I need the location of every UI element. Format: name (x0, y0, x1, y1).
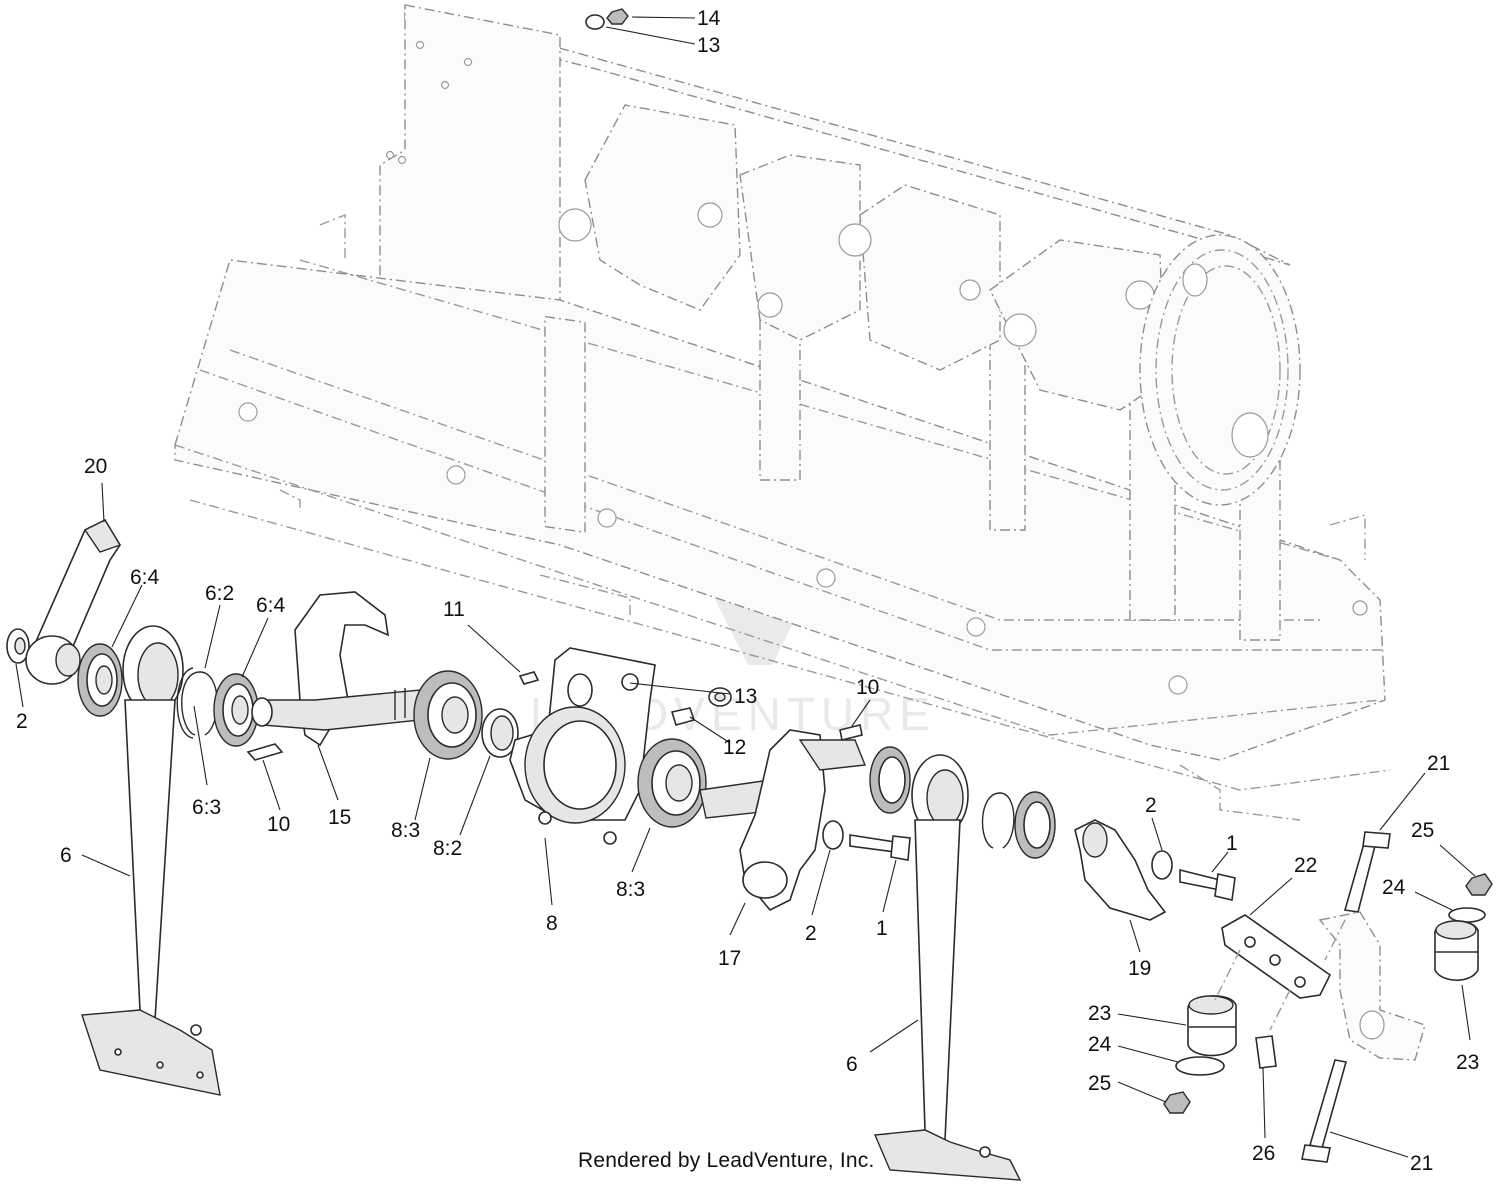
callout-20: 20 (84, 455, 107, 478)
callout-25-top: 25 (1411, 819, 1434, 842)
drive-pulley (1139, 234, 1301, 506)
callout-26: 26 (1252, 1142, 1275, 1165)
part-2-washer-mid (822, 820, 844, 850)
part-10-key-left (246, 743, 284, 761)
part-17-crank (699, 729, 866, 911)
part-14-nut-top (606, 8, 629, 25)
housing-4 (989, 239, 1166, 411)
callout-17: 17 (718, 947, 741, 970)
callout-23-right: 23 (1456, 1051, 1479, 1074)
callout-21-top: 21 (1427, 752, 1450, 775)
part-6-bearing-right-rod (869, 746, 911, 814)
part-22-plate (1221, 914, 1332, 999)
callout-19: 19 (1128, 957, 1151, 980)
housing-1 (584, 104, 741, 311)
part-25-nut-lower (1163, 1091, 1191, 1114)
callout-21-lower: 21 (1410, 1152, 1433, 1175)
callout-1-right: 1 (1226, 832, 1238, 855)
part-21-bolt-top (1343, 831, 1391, 913)
callout-labels: 14 13 20 6:4 6:2 6:4 2 6:3 10 15 11 13 1… (16, 7, 1479, 1175)
callout-2-right: 2 (1145, 794, 1157, 817)
part-2-washer-right (1151, 850, 1173, 880)
part-20-crank-arm (25, 518, 122, 685)
part-1-bolt-right (1179, 868, 1236, 901)
part-6-3-snap-ring-right (981, 792, 1015, 849)
callout-6-right: 6 (846, 1053, 858, 1076)
leader-lines (15, 16, 1476, 1158)
part-8-3-bearing-right (637, 738, 707, 828)
callout-11: 11 (443, 598, 465, 621)
footer-credit: Rendered by LeadVenture, Inc. (578, 1149, 875, 1172)
callout-8-3-left: 8:3 (391, 819, 420, 842)
part-23-isolator-right (1434, 920, 1479, 981)
callout-2-mid: 2 (805, 922, 817, 945)
right-bracket-ghost (1318, 911, 1426, 1061)
part-24-washer-lower (1175, 1056, 1225, 1076)
callout-24-lower: 24 (1088, 1033, 1112, 1056)
callout-2-left: 2 (16, 710, 28, 733)
callout-6-2: 6:2 (205, 582, 234, 605)
callout-25-lower: 25 (1088, 1072, 1111, 1095)
part-8-3-bearing-left (413, 670, 483, 760)
callout-22: 22 (1294, 854, 1317, 877)
part-2-washer-left (6, 628, 30, 664)
part-19-bracket (1074, 819, 1167, 921)
callout-23-left: 23 (1088, 1002, 1111, 1025)
part-10-key-right (839, 724, 863, 741)
part-1-bolt-mid (849, 834, 911, 861)
callout-10-left: 10 (267, 813, 290, 836)
callout-10-right: 10 (856, 676, 879, 699)
exploded-parts (6, 8, 1493, 1181)
part-15-crank (251, 591, 421, 747)
callout-13-mid: 13 (734, 685, 757, 708)
callout-12: 12 (723, 736, 746, 759)
part-26-spacer (1255, 1035, 1277, 1069)
part-25-nut-top (1465, 873, 1493, 896)
callout-14: 14 (697, 7, 721, 30)
callout-6-left: 6 (60, 844, 72, 867)
callout-15: 15 (328, 806, 351, 829)
part-6-4-bearing-left (77, 643, 123, 717)
part-13-washer-top (585, 14, 605, 30)
housing-3 (859, 184, 1001, 371)
part-6-4-bearing-right (1014, 791, 1056, 859)
part-11-pin (518, 671, 540, 685)
upper-plate-face (379, 4, 561, 321)
callout-6-4-mid: 6:4 (256, 594, 286, 617)
callout-6-4-left: 6:4 (130, 566, 160, 589)
part-8-2-spacer (481, 708, 519, 758)
part-13-washer-mid (708, 687, 732, 707)
callout-8-3-right: 8:3 (616, 878, 645, 901)
part-6-connecting-rod-left (81, 625, 221, 1096)
callout-6-3: 6:3 (192, 796, 221, 819)
callout-8-2: 8:2 (433, 837, 462, 860)
callout-1-mid: 1 (876, 917, 888, 940)
callout-24-top: 24 (1382, 876, 1406, 899)
part-23-isolator-left (1187, 995, 1237, 1057)
part-8-bearing-housing (509, 647, 656, 845)
callout-8: 8 (546, 912, 558, 935)
part-24-washer-top (1448, 907, 1486, 923)
main-deck-top (174, 259, 1386, 761)
part-21-bolt-lower (1301, 1059, 1348, 1163)
callout-13-top: 13 (697, 34, 720, 57)
part-6-connecting-rod-right (873, 754, 1022, 1181)
background-frame-assembly (174, 4, 1391, 821)
